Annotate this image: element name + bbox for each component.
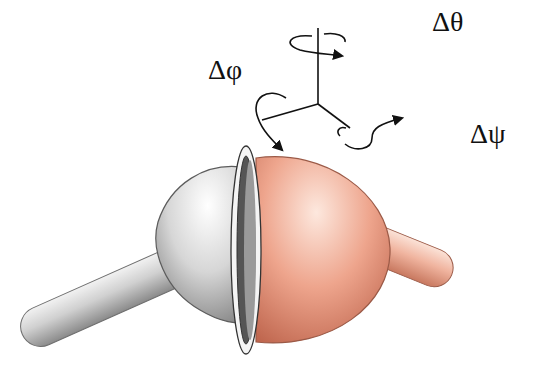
rotation-label: Δψ (470, 120, 506, 148)
pink-ball (256, 157, 390, 343)
flange-ring (231, 146, 261, 354)
rotation-label: Δθ (432, 8, 463, 36)
rotation-axes (256, 28, 402, 150)
rotation-label: Δφ (208, 56, 242, 84)
